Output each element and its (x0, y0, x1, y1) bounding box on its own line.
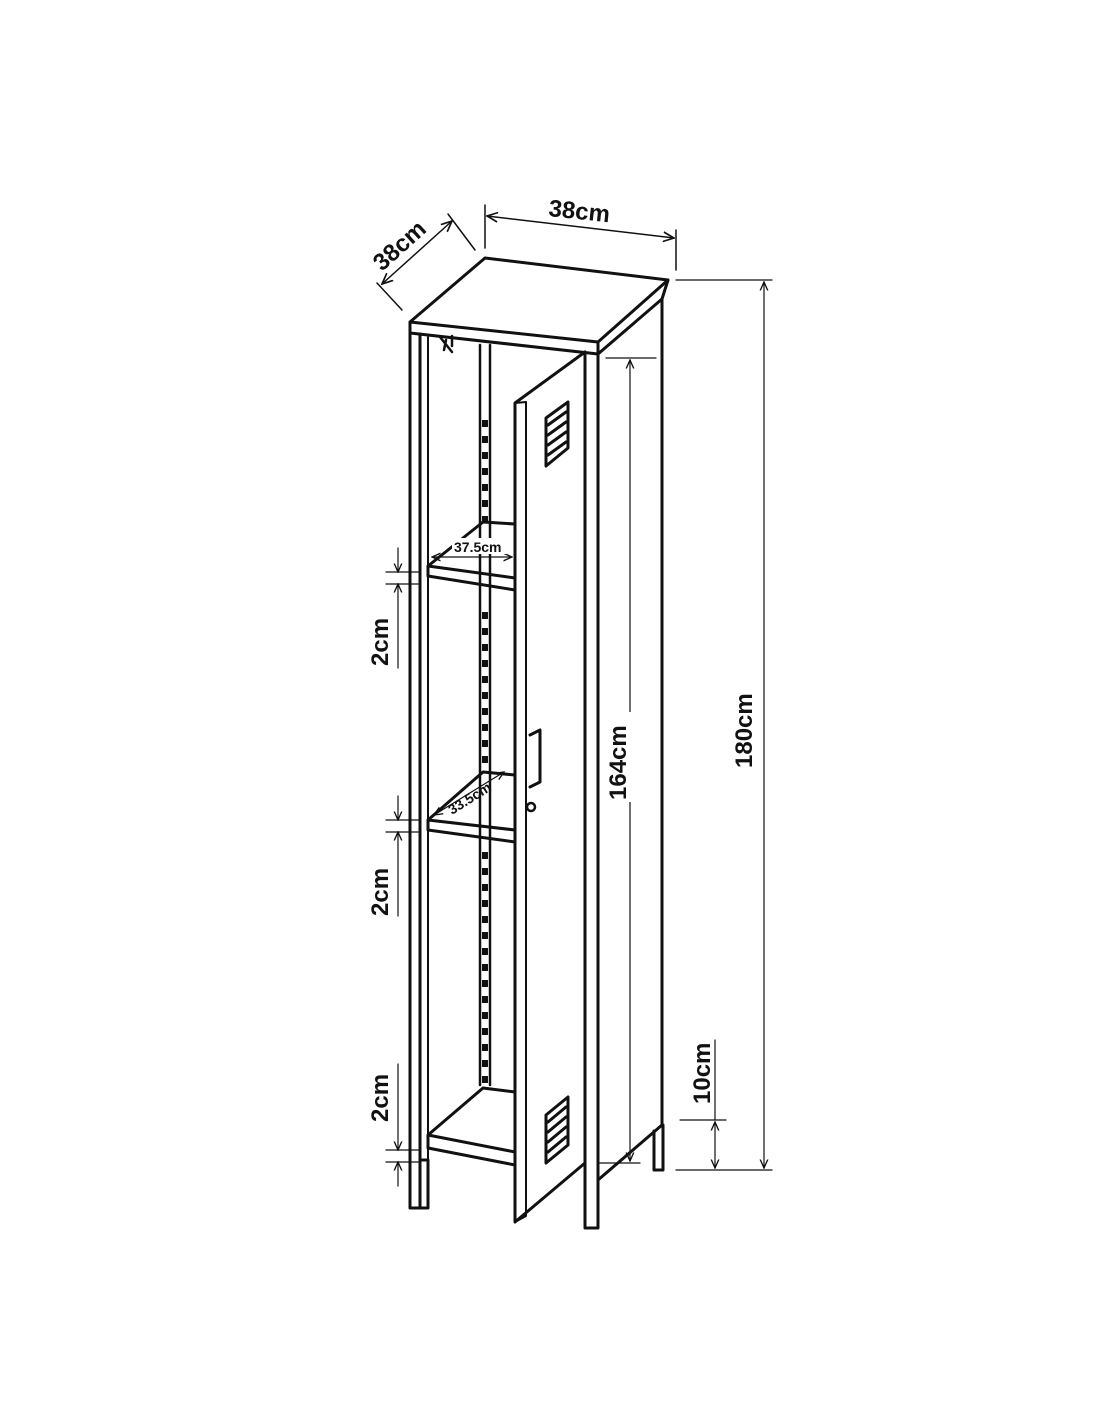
right-back-leg (652, 1123, 665, 1172)
rail-slot (482, 1028, 488, 1035)
rail-slot (482, 1076, 488, 1083)
rail-slot (482, 996, 488, 1003)
rail-slot (482, 948, 488, 955)
rail-slot (482, 420, 488, 427)
door (513, 350, 587, 1224)
shelf-upper (426, 520, 517, 592)
rail-slot (482, 724, 488, 731)
rail-slot (482, 628, 488, 635)
rail-slot (482, 964, 488, 971)
label-door-height: 164cm (605, 725, 632, 800)
rail-slot (482, 852, 488, 859)
dim-leg-height: 10cm (679, 1039, 727, 1168)
rail-slot (482, 1012, 488, 1019)
rail-slot (482, 756, 488, 763)
rail-slot (482, 436, 488, 443)
dim-shelf-gap-bottom: 2cm (367, 1063, 419, 1187)
label-top-width: 38cm (547, 195, 611, 228)
rail-slot (482, 868, 488, 875)
dim-total-height: 180cm (675, 279, 773, 1171)
rail-slot (482, 484, 488, 491)
cabinet-top (408, 256, 670, 344)
dim-shelf-width: 37.5cm (432, 538, 512, 557)
rail-slot (482, 1060, 488, 1067)
label-shelf-gap-bottom: 2cm (367, 1074, 394, 1122)
rail-slot (482, 644, 488, 651)
dim-top-depth: 38cm (368, 213, 476, 311)
rail-slot (482, 884, 488, 891)
rail-slot (482, 980, 488, 987)
rail-slot (482, 932, 488, 939)
rail-slot (482, 676, 488, 683)
door-vent-upper (544, 400, 570, 468)
label-shelf-gap-upper: 2cm (367, 618, 394, 666)
rail-slot (482, 900, 488, 907)
door-handle (528, 728, 542, 789)
label-total-height: 180cm (731, 693, 758, 768)
shelf-bottom (426, 1086, 517, 1167)
rail-slot (482, 500, 488, 507)
rail-slot (482, 708, 488, 715)
dim-shelf-depth: 33.5cm (434, 772, 504, 818)
dim-shelf-gap-middle: 2cm (367, 795, 419, 917)
rail-slot (482, 692, 488, 699)
rail-slot (482, 516, 488, 523)
rail-slot (482, 916, 488, 923)
rail-slot (482, 452, 488, 459)
rail-slot (482, 660, 488, 667)
label-leg-height: 10cm (689, 1043, 716, 1104)
dim-shelf-gap-upper: 2cm (367, 547, 419, 669)
cabinet (408, 256, 670, 1230)
right-front-leg (583, 1178, 600, 1230)
dim-door-height: 164cm (599, 357, 657, 1164)
door-vent-lower (544, 1095, 570, 1165)
rail-slot (482, 612, 488, 619)
back-rail (478, 343, 492, 1087)
dim-top-width: 38cm (484, 195, 677, 271)
label-shelf-width: 37.5cm (454, 539, 501, 555)
label-shelf-gap-middle: 2cm (367, 868, 394, 916)
coat-hook (438, 334, 454, 354)
rail-slot (482, 1044, 488, 1051)
rail-slot (482, 740, 488, 747)
rail-slots (482, 420, 488, 1083)
door-lock-icon (525, 801, 537, 813)
rail-slot (482, 468, 488, 475)
shelf-middle (426, 770, 517, 844)
left-post (408, 331, 422, 1210)
